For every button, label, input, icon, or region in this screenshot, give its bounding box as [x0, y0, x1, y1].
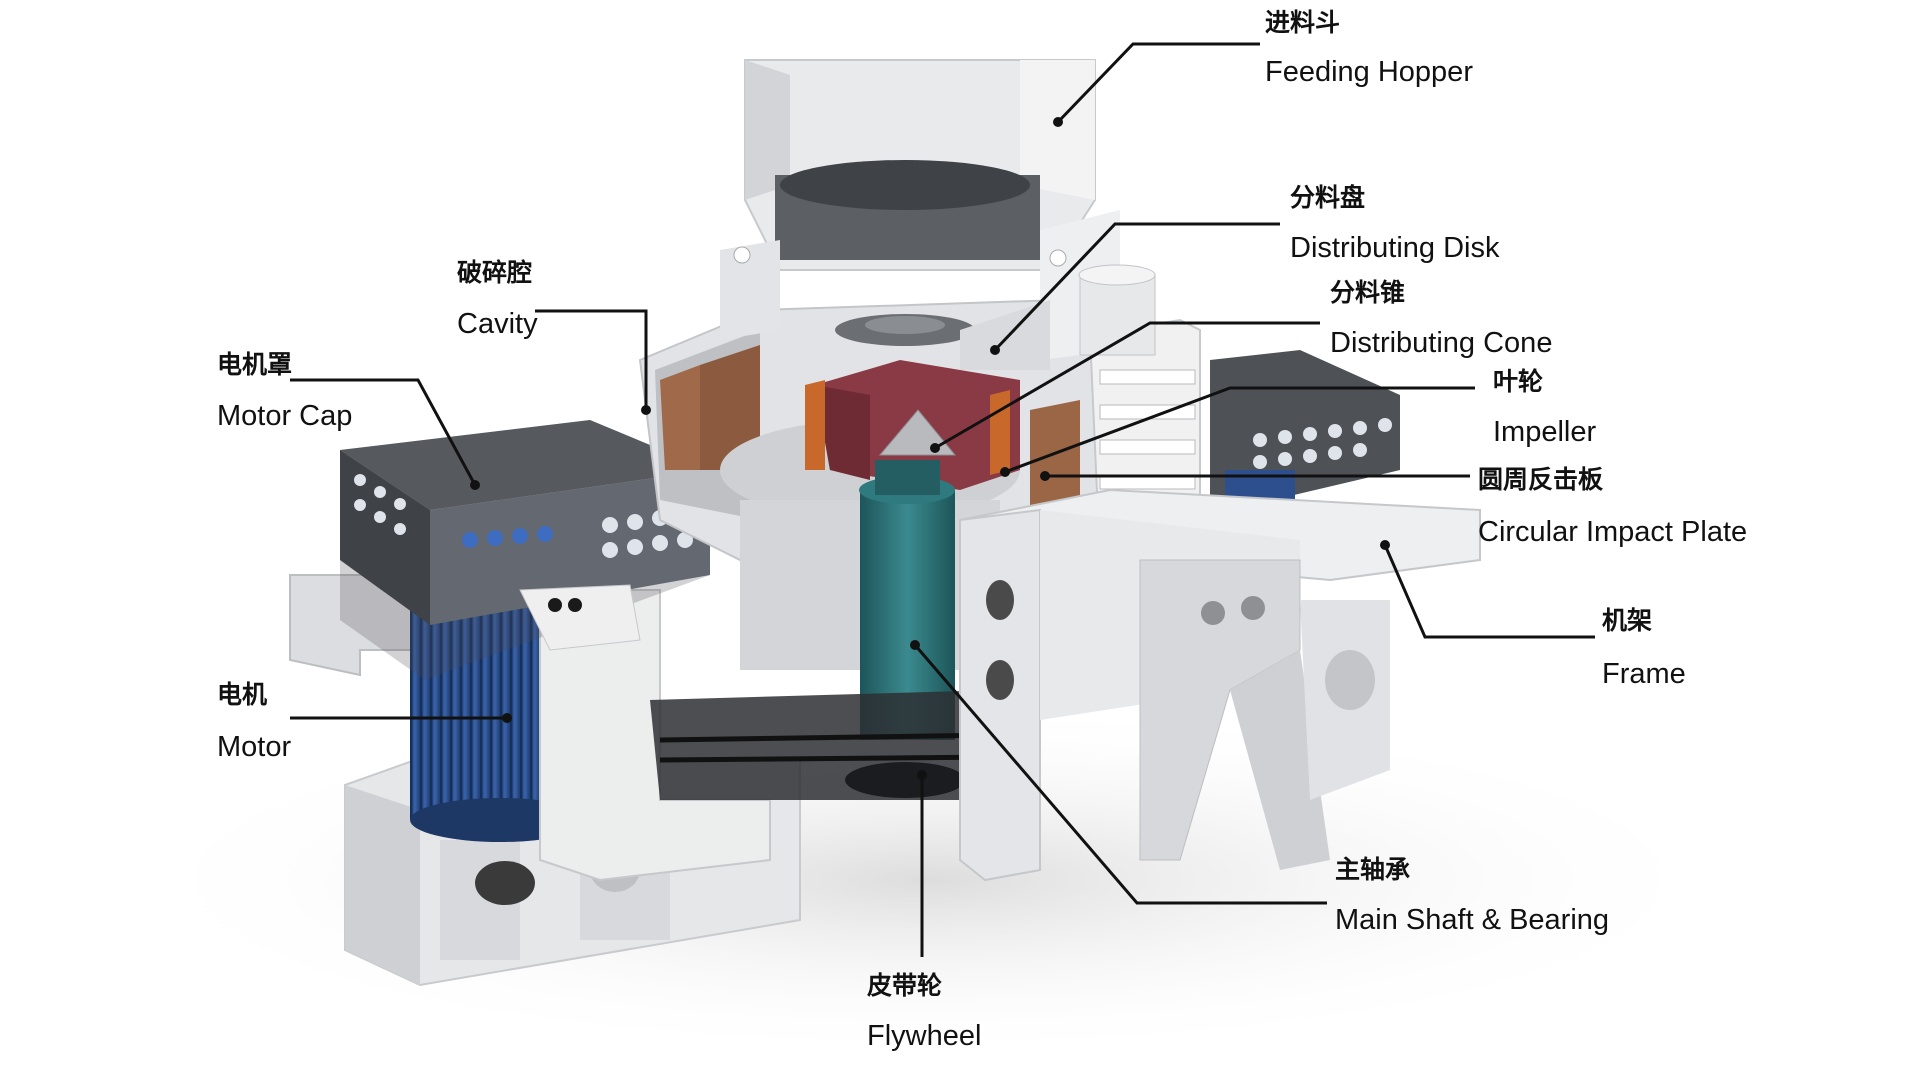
label-main-shaft-bearing-en: Main Shaft & Bearing	[1335, 904, 1610, 936]
leader-motor-cap	[290, 378, 477, 486]
motor-front-plate	[519, 584, 641, 651]
label-impeller-zh: 叶轮	[1493, 367, 1544, 396]
leader-feeding-hopper	[1056, 42, 1260, 124]
label-distributing-cone-en: Distributing Cone	[1330, 327, 1553, 359]
label-circular-impact-plate-zh: 圆周反击板	[1478, 465, 1604, 494]
label-motor-cap-zh: 电机罩	[217, 350, 293, 379]
leader-main-shaft	[913, 644, 1327, 905]
label-motor-en: Motor	[217, 731, 292, 763]
leader-distributing-disk	[993, 222, 1280, 352]
label-circular-impact-plate-en: Circular Impact Plate	[1478, 516, 1748, 548]
motor-cap-body	[340, 420, 710, 680]
label-main-shaft-bearing-zh: 主轴承	[1335, 855, 1411, 884]
label-distributing-disk-zh: 分料盘	[1290, 183, 1366, 212]
label-motor-zh: 电机	[217, 680, 268, 709]
main-frame-body	[959, 488, 1481, 882]
leader-frame	[1383, 544, 1595, 639]
label-feeding-hopper-en: Feeding Hopper	[1265, 56, 1473, 88]
label-motor-cap-en: Motor Cap	[217, 400, 353, 432]
label-feeding-hopper-zh: 进料斗	[1265, 8, 1341, 37]
label-flywheel-zh: 皮带轮	[867, 971, 943, 1000]
label-frame-zh: 机架	[1602, 606, 1653, 635]
label-impeller-en: Impeller	[1493, 416, 1597, 448]
label-cavity-zh: 破碎腔	[457, 258, 533, 287]
label-flywheel-en: Flywheel	[867, 1020, 982, 1052]
label-distributing-disk-en: Distributing Disk	[1290, 232, 1500, 264]
leader-impeller	[1004, 386, 1475, 474]
label-distributing-cone-zh: 分料锥	[1330, 278, 1406, 307]
leader-cavity	[535, 309, 648, 410]
label-frame-en: Frame	[1602, 658, 1686, 690]
flywheel-body	[650, 690, 1001, 800]
leader-distributing-cone	[934, 321, 1320, 450]
label-cavity-en: Cavity	[457, 308, 538, 340]
